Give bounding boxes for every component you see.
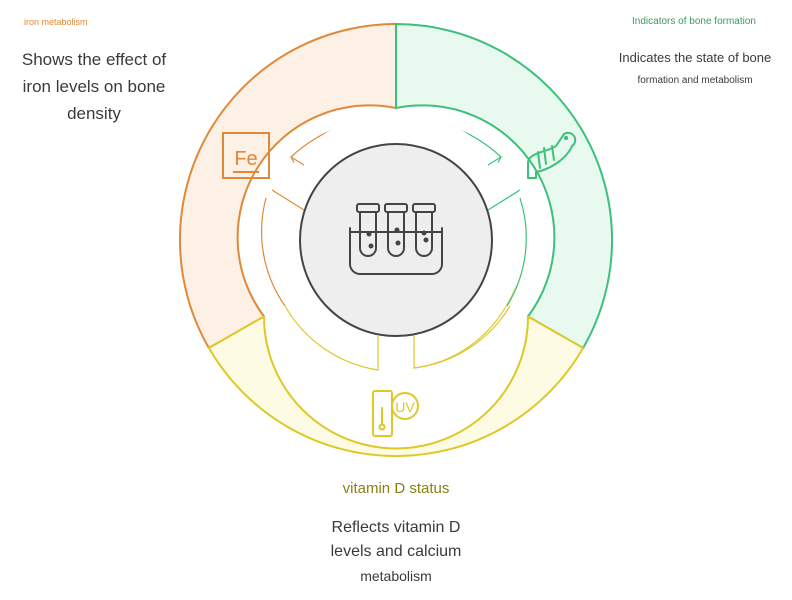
iron-fe-icon: Fe <box>222 132 270 179</box>
iron-title: iron metabolism <box>24 17 88 27</box>
vitamin-description-line3: metabolism <box>360 568 432 584</box>
test-tubes-icon <box>349 203 443 275</box>
inner-ring-bone-side <box>487 156 527 307</box>
worm-icon <box>527 131 577 179</box>
vitamin-description-line2: levels and calcium <box>330 543 462 560</box>
vitamin-description-line1: Reflects vitamin D <box>331 519 461 536</box>
vitamin-segment <box>207 314 585 457</box>
iron-description: Shows the effect of iron levels on bone … <box>21 50 167 123</box>
center-circle <box>299 143 493 337</box>
inner-ring-vitamin-right <box>413 305 511 369</box>
inner-ring-vitamin-side <box>284 305 379 371</box>
inner-ring-iron-edge <box>271 189 305 211</box>
bone-description-line2: formation and metabolism <box>637 75 753 86</box>
inner-ring-iron-side <box>261 156 305 307</box>
vitamin-description: Reflects vitamin D levels and calcium me… <box>296 516 496 588</box>
iron-icon-label: Fe <box>234 148 257 170</box>
uv-meter-icon: UV <box>372 390 419 437</box>
vitamin-icon-label: UV <box>395 399 415 415</box>
bone-title: Indicators of bone formation <box>632 16 756 27</box>
vitamin-title: vitamin D status <box>342 480 450 497</box>
bone-description-line1: Indicates the state of bone <box>618 50 772 65</box>
